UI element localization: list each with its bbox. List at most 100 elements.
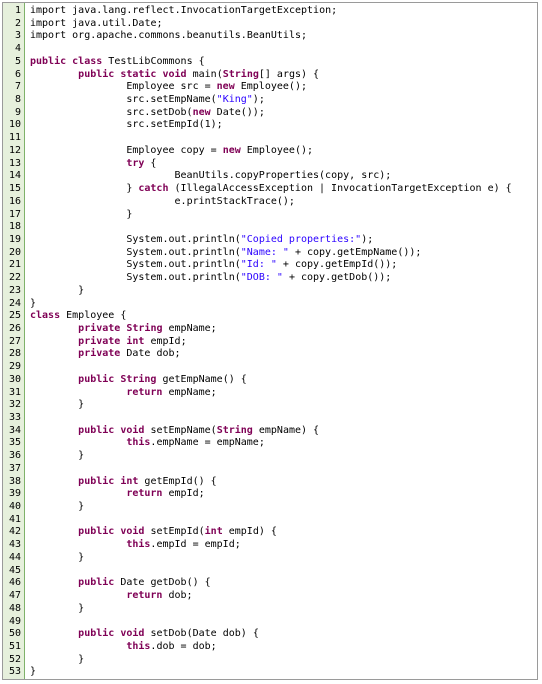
code-line: 6 public static void main(String[] args)… — [3, 69, 537, 82]
code-text: src.setDob(new Date()); — [126, 106, 265, 118]
code-line: 51 this.dob = dob; — [3, 641, 537, 654]
line-number: 49 — [8, 615, 21, 627]
code-line: 18 — [3, 221, 537, 234]
line-number: 5 — [14, 55, 21, 67]
code-text: } catch (IllegalAccessException | Invoca… — [30, 183, 512, 195]
code-line: 50 public void setDob(Date dob) { — [3, 628, 537, 641]
line-number: 12 — [8, 144, 21, 156]
line-number: 46 — [8, 577, 21, 589]
code-text: } — [30, 666, 37, 678]
code-text: System.out.println("Copied properties:")… — [126, 233, 374, 245]
line-number: 16 — [8, 195, 21, 207]
code-text: System.out.println("Name: " + copy.getEm… — [126, 246, 422, 258]
code-line: 23 } — [3, 285, 537, 298]
code-line: 4 — [3, 43, 537, 56]
code-line: 40 } — [3, 501, 537, 514]
code-text: } — [30, 551, 85, 563]
code-line: 28 private Date dob; — [3, 348, 537, 361]
code-line: 16 e.printStackTrace(); — [3, 196, 537, 209]
line-number: 14 — [8, 170, 21, 182]
code-line: 7 Employee src = new Employee(); — [3, 81, 537, 94]
code-line: 42 public void setEmpId(int empId) { — [3, 526, 537, 539]
code-line: 17 } — [3, 209, 537, 222]
line-number: 11 — [8, 132, 21, 144]
code-text: public Date getDob() { — [78, 577, 211, 589]
code-line: 20 System.out.println("Name: " + copy.ge… — [3, 247, 537, 260]
code-line: 49 — [3, 616, 537, 629]
line-number: 21 — [8, 259, 21, 271]
line-number: 34 — [8, 424, 21, 436]
code-text: System.out.println("DOB: " + copy.getDob… — [126, 272, 392, 284]
code-text: private Date dob; — [78, 348, 181, 360]
code-line: 47 return dob; — [3, 590, 537, 603]
code-text: return dob; — [126, 590, 193, 602]
code-line: 33 — [3, 412, 537, 425]
code-line: 10 src.setEmpId(1); — [3, 119, 537, 132]
code-text: return empId; — [126, 488, 205, 500]
line-number: 43 — [8, 539, 21, 551]
line-number: 22 — [8, 272, 21, 284]
code-text: } — [30, 399, 85, 411]
line-number: 1 — [14, 5, 21, 16]
code-text: e.printStackTrace(); — [174, 195, 295, 207]
code-text: private String empName; — [78, 322, 217, 334]
line-number: 31 — [8, 386, 21, 398]
line-number: 25 — [8, 310, 21, 322]
code-line: 44 } — [3, 552, 537, 565]
code-text: public void setEmpId(int empId) { — [78, 526, 277, 538]
code-line: 15 } catch (IllegalAccessException | Inv… — [3, 183, 537, 196]
line-number: 8 — [14, 94, 21, 106]
code-text: return empName; — [126, 386, 217, 398]
line-number: 26 — [8, 322, 21, 334]
code-line: 52 } — [3, 654, 537, 667]
line-number: 2 — [14, 17, 21, 29]
code-line: 53} — [3, 666, 537, 679]
code-line: 38 public int getEmpId() { — [3, 476, 537, 489]
line-number: 7 — [14, 81, 21, 93]
code-line: 19 System.out.println("Copied properties… — [3, 234, 537, 247]
line-number: 18 — [8, 221, 21, 233]
code-line: 24} — [3, 298, 537, 311]
code-text: try { — [126, 157, 157, 169]
line-number: 52 — [8, 653, 21, 665]
line-number: 20 — [8, 246, 21, 258]
code-text: public String getEmpName() { — [78, 373, 247, 385]
line-number: 3 — [14, 30, 21, 42]
code-line: 22 System.out.println("DOB: " + copy.get… — [3, 272, 537, 285]
code-text: Employee src = new Employee(); — [126, 81, 307, 93]
line-number: 13 — [8, 157, 21, 169]
code-line: 2 import java.util.Date; — [3, 18, 537, 31]
code-text: } — [30, 284, 85, 296]
line-number: 44 — [8, 551, 21, 563]
code-line: 26 private String empName; — [3, 323, 537, 336]
line-number: 17 — [8, 208, 21, 220]
code-line: 30 public String getEmpName() { — [3, 374, 537, 387]
code-line: 46 public Date getDob() { — [3, 577, 537, 590]
code-text: public int getEmpId() { — [78, 475, 217, 487]
code-line: 13 try { — [3, 158, 537, 171]
code-line: 8 src.setEmpName("King"); — [3, 94, 537, 107]
code-line: 12 Employee copy = new Employee(); — [3, 145, 537, 158]
code-line: 32 } — [3, 399, 537, 412]
code-text: this.dob = dob; — [126, 640, 217, 652]
code-line: 39 return empId; — [3, 488, 537, 501]
line-number: 32 — [8, 399, 21, 411]
code-text: class Employee { — [30, 310, 127, 322]
code-line: 45 — [3, 565, 537, 578]
line-number: 53 — [8, 666, 21, 678]
code-line: 29 — [3, 361, 537, 374]
code-line: 41 — [3, 514, 537, 527]
code-text: } — [30, 653, 85, 665]
line-number: 33 — [8, 412, 21, 423]
code-text: src.setEmpId(1); — [126, 119, 223, 131]
code-text: System.out.println("Id: " + copy.getEmpI… — [126, 259, 398, 271]
code-line: 11 — [3, 132, 537, 145]
code-text: this.empId = empId; — [126, 539, 241, 551]
code-line: 48 } — [3, 603, 537, 616]
line-number: 37 — [8, 462, 21, 474]
code-text: import java.util.Date; — [30, 17, 163, 29]
